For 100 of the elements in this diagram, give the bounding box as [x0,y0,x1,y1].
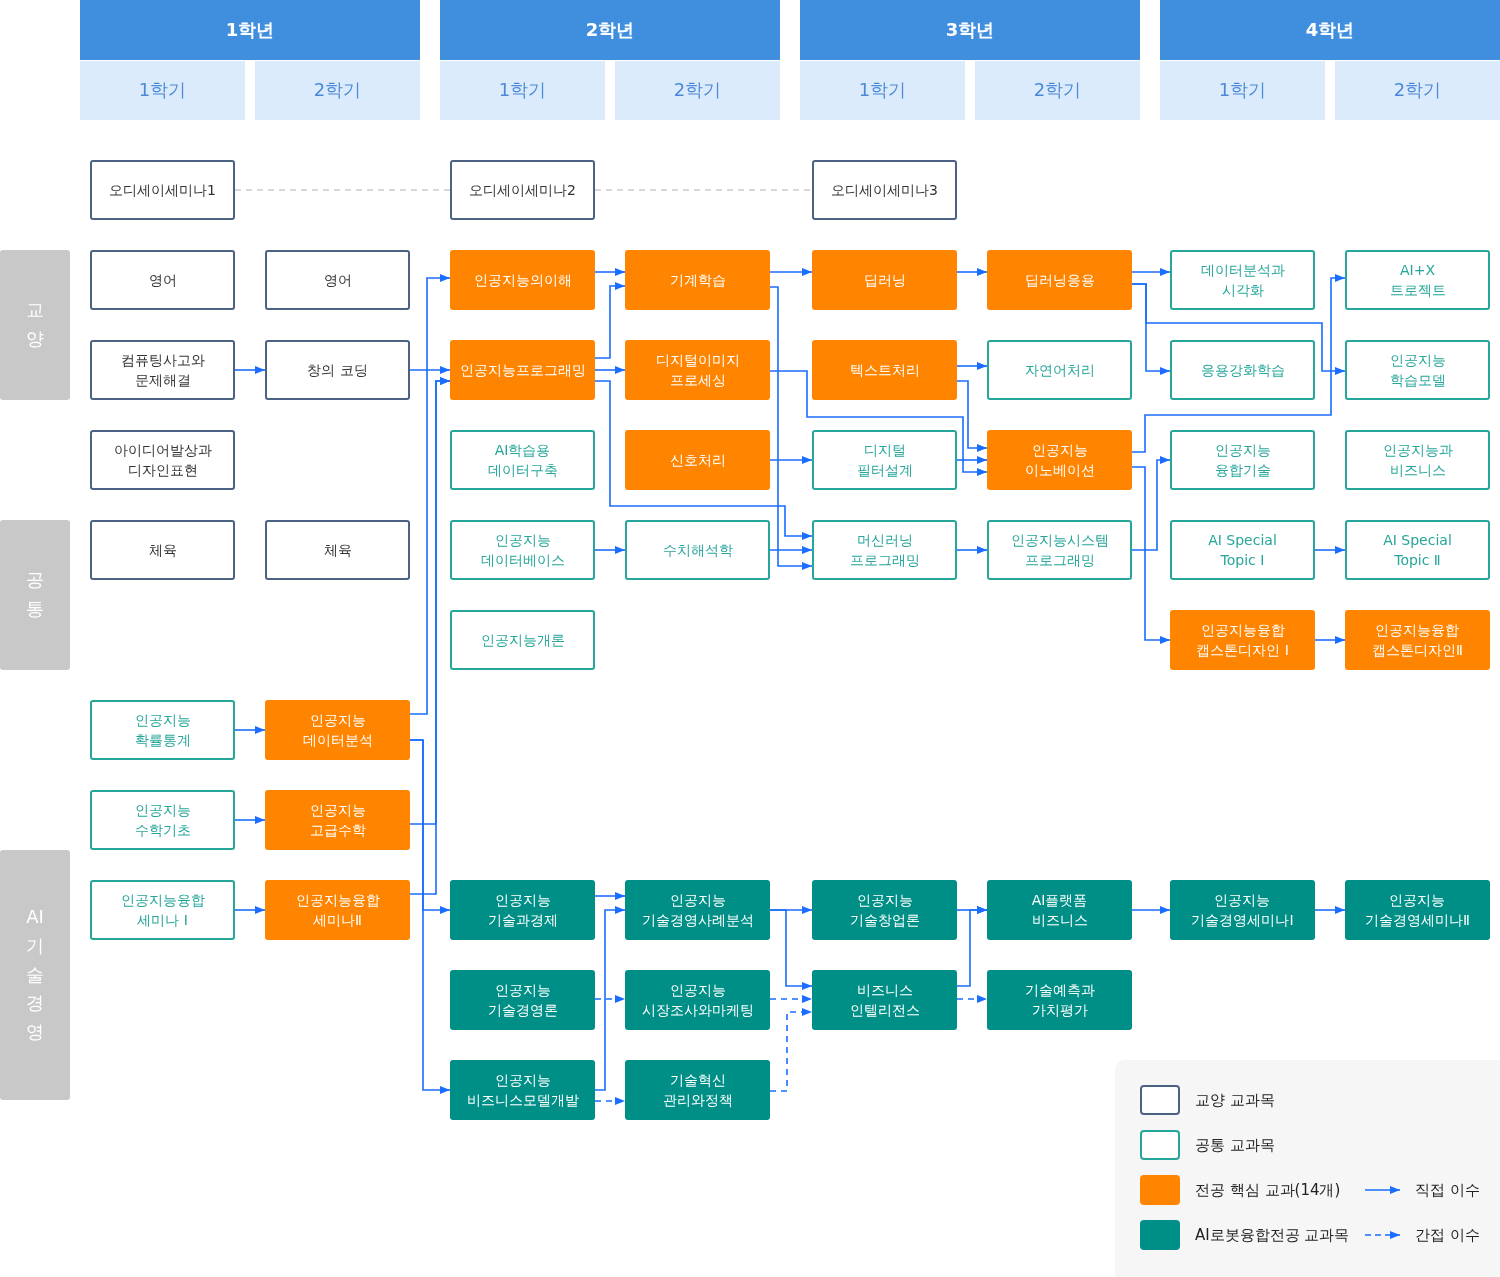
arrow [769,268,813,276]
arrow [956,906,988,987]
course-box: 기술혁신 관리와정책 [625,1060,770,1120]
legend-label: 교양 교과목 [1195,1090,1275,1110]
semester-header: 2학기 [255,61,420,120]
course-box: 인공지능 데이터베이스 [450,520,595,580]
semester-header: 2학기 [1335,61,1500,120]
course-box: 컴퓨팅사고와 문제해결 [90,340,235,400]
course-box: AI Special Topic Ⅱ [1345,520,1490,580]
course-box: 인공지능개론 [450,610,595,670]
course-box: 인공지능융합 캡스톤디자인Ⅱ [1345,610,1490,670]
course-box: 인공지능 융합기술 [1170,430,1315,490]
dashed-arrow [769,1008,813,1092]
legend-label: 직접 이수 [1415,1180,1480,1200]
course-box: 인공지능시스템 프로그래밍 [987,520,1132,580]
arrow [594,906,626,1091]
course-box: 신호처리 [625,430,770,490]
arrow [409,274,451,715]
semester-header: 1학기 [80,61,245,120]
course-box: 텍스트처리 [812,340,957,400]
course-box: AI+X 트로젝트 [1345,250,1490,310]
course-box: 디지털 필터설계 [812,430,957,490]
arrow [769,546,813,554]
arrow [769,370,988,476]
semester-header: 1학기 [1160,61,1325,120]
course-box: 자연어처리 [987,340,1132,400]
semester-header: 2학기 [975,61,1140,120]
arrow [1131,268,1171,276]
arrow [956,362,988,370]
course-box: 인공지능프로그래밍 [450,340,595,400]
course-box: 인공지능 시장조사와마케팅 [625,970,770,1030]
arrow [1131,456,1171,551]
arrow [956,380,988,452]
course-box: 체육 [90,520,235,580]
legend-label: 간접 이수 [1415,1225,1480,1245]
course-box: 창의 코딩 [265,340,410,400]
course-box: 인공지능 고급수학 [265,790,410,850]
course-box: 체육 [265,520,410,580]
course-box: 인공지능 이노베이션 [987,430,1132,490]
course-box: 인공지능 기술경영론 [450,970,595,1030]
dashed-arrow [594,995,626,1003]
course-box: 오디세이세미나2 [450,160,595,220]
arrow [1131,283,1346,375]
year-header: 2학년 [440,0,780,60]
arrow [234,366,266,374]
course-box: 인공지능과 비즈니스 [1345,430,1490,490]
course-box: 응용강화학습 [1170,340,1315,400]
course-box: AI플랫폼 비즈니스 [987,880,1132,940]
semester-header: 1학기 [800,61,965,120]
year-header: 3학년 [800,0,1140,60]
course-box: 인공지능 학습모델 [1345,340,1490,400]
legend-label: AI로봇융합전공 교과목 [1195,1225,1350,1245]
legend-label: 전공 핵심 교과(14개) [1195,1180,1341,1200]
course-box: 딥러닝 [812,250,957,310]
arrow [409,739,451,1094]
year-header: 1학년 [80,0,420,60]
arrow [234,816,266,824]
arrow [234,726,266,734]
course-box: 인공지능 수학기초 [90,790,235,850]
arrow [409,366,451,374]
course-box: 인공지능 기술경영사례분석 [625,880,770,940]
semester-header: 1학기 [440,61,605,120]
arrow [956,456,988,464]
course-box: AI Special Topic Ⅰ [1170,520,1315,580]
course-box: 데이터분석과 시각화 [1170,250,1315,310]
course-box: 오디세이세미나1 [90,160,235,220]
arrow [769,456,813,464]
semester-header: 2학기 [615,61,780,120]
course-box: 인공지능 기술창업론 [812,880,957,940]
course-box: 인공지능 확률통계 [90,700,235,760]
arrow [594,282,626,359]
arrow [1131,906,1171,914]
course-box: 인공지능 기술경영세미나Ⅰ [1170,880,1315,940]
course-box: 인공지능융합 세미나 Ⅰ [90,880,235,940]
arrow [1131,466,1171,644]
year-header: 4학년 [1160,0,1500,60]
course-box: 영어 [90,250,235,310]
course-box: 기계학습 [625,250,770,310]
course-box: 영어 [265,250,410,310]
arrow [956,268,988,276]
arrow [1314,906,1346,914]
arrow [1314,636,1346,644]
arrow [769,286,813,570]
arrow [234,906,266,914]
course-box: 인공지능융합 캡스톤디자인 Ⅰ [1170,610,1315,670]
course-box: 딥러닝응용 [987,250,1132,310]
course-box: 인공지능 기술경영세미나Ⅱ [1345,880,1490,940]
course-box: 수치해석학 [625,520,770,580]
arrow [594,892,626,900]
arrow [1314,546,1346,554]
arrow [594,268,626,276]
course-box: 기술예측과 가치평가 [987,970,1132,1030]
course-box: 오디세이세미나3 [812,160,957,220]
arrow [594,546,626,554]
course-box: 인공지능 기술과경제 [450,880,595,940]
course-box: 아이디어발상과 디자인표현 [90,430,235,490]
course-box: 비즈니스 인텔리전스 [812,970,957,1030]
course-box: 머신러닝 프로그래밍 [812,520,957,580]
arrow [594,366,626,374]
dashed-arrow [594,1097,626,1105]
